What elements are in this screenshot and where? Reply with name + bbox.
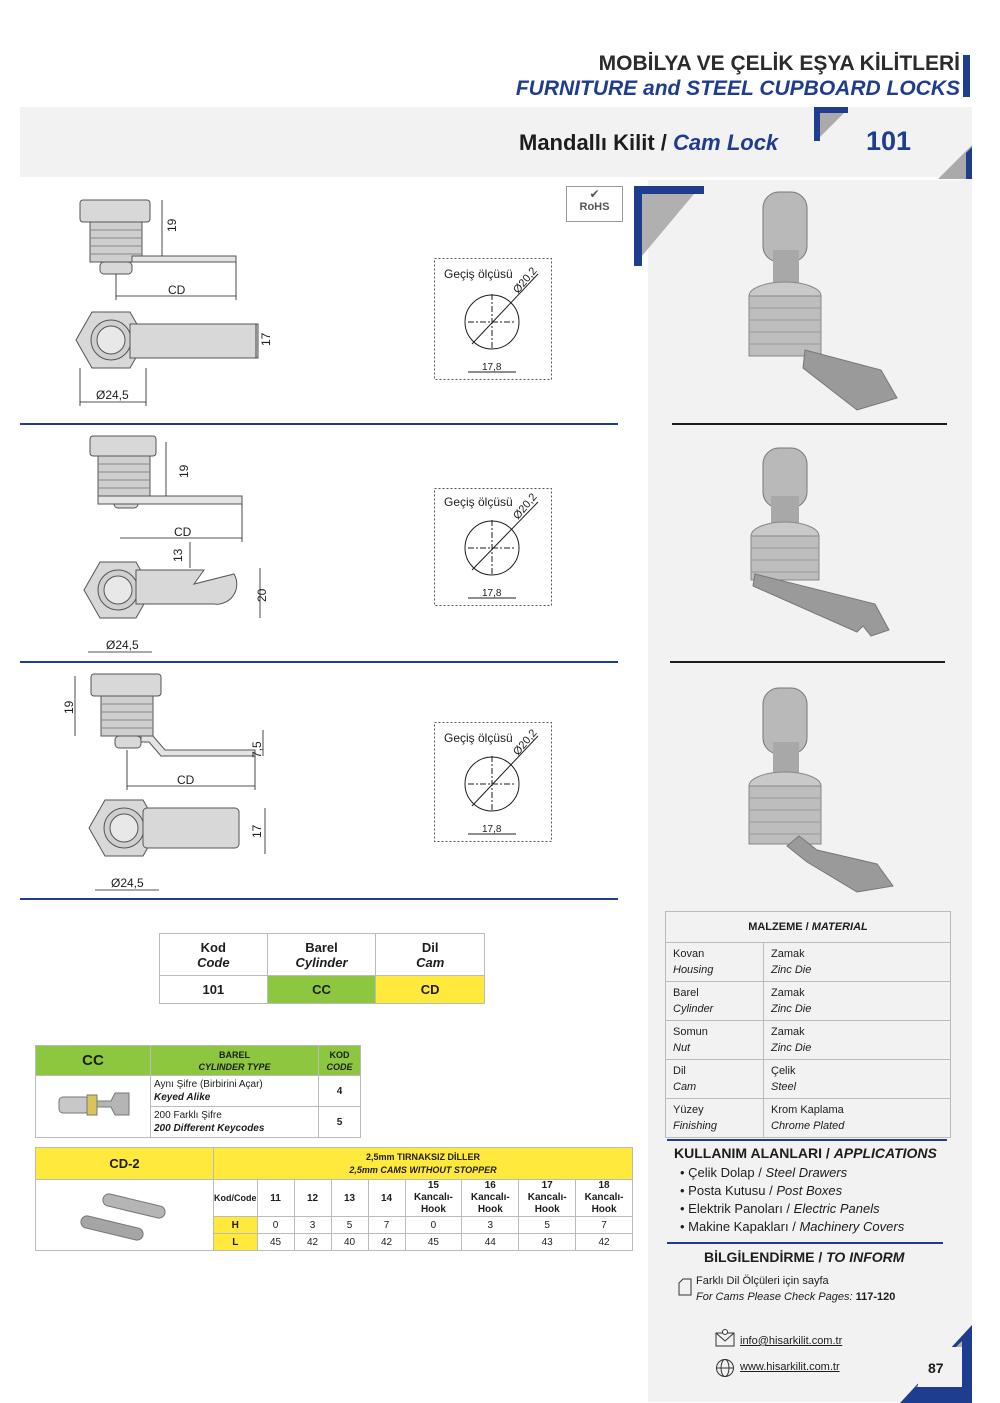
divider xyxy=(667,1139,947,1141)
divider xyxy=(20,661,618,663)
divider xyxy=(672,423,947,425)
list-item: • Elektrik Panoları / Electric Panels xyxy=(680,1201,880,1216)
product-code: 101 xyxy=(866,126,912,156)
applications-title: KULLANIM ALANLARI / APPLICATIONS xyxy=(674,1145,937,1161)
globe-icon xyxy=(716,1359,734,1377)
sidebar-corner-decoration xyxy=(634,186,704,266)
svg-text:20: 20 xyxy=(255,588,269,602)
inform-title: BİLGİLENDİRME / TO INFORM xyxy=(704,1249,905,1265)
product-photo-1 xyxy=(748,191,898,411)
hole-diagram-3: Geçiş ölçüsü Ø20,2 17,8 xyxy=(434,722,552,842)
header-title-en: FURNITURE and STEEL CUPBOARD LOCKS xyxy=(515,77,960,100)
svg-text:7,5: 7,5 xyxy=(250,741,264,758)
svg-text:17,8: 17,8 xyxy=(482,362,502,373)
web-link[interactable]: www.hisarkilit.com.tr xyxy=(740,1361,840,1373)
header-accent-bar xyxy=(963,55,970,97)
page-number: 87 xyxy=(928,1360,944,1376)
hole-diagram-1: Geçiş ölçüsü Ø20,2 17,8 xyxy=(434,258,552,380)
product-photo-3 xyxy=(748,687,894,893)
drawing-1-cam: 17 xyxy=(259,332,273,346)
material-title: MALZEME / MATERIAL xyxy=(665,911,951,943)
header-title-tr: MOBİLYA VE ÇELİK EŞYA KİLİTLERİ xyxy=(598,52,960,75)
svg-text:13: 13 xyxy=(171,548,185,562)
list-item: • Çelik Dolap / Steel Drawers xyxy=(680,1165,848,1180)
svg-text:17,8: 17,8 xyxy=(482,824,502,835)
divider xyxy=(20,423,618,425)
document-icon xyxy=(678,1278,692,1296)
svg-text:CD: CD xyxy=(174,525,192,539)
drawing-2: 19 CD 13 20 Ø24,5 xyxy=(83,435,269,653)
cam-image xyxy=(79,1192,166,1241)
svg-text:19: 19 xyxy=(62,700,76,714)
divider xyxy=(667,1242,943,1244)
drawing-1-cd: CD xyxy=(168,283,186,297)
drawing-1-height: 19 xyxy=(165,218,179,232)
product-photo-2 xyxy=(750,447,890,637)
title-band xyxy=(20,107,972,177)
drawing-3: 19 CD 7,5 17 Ø24,5 xyxy=(62,673,266,891)
corner-decoration xyxy=(814,107,972,179)
svg-text:Geçiş ölçüsü: Geçiş ölçüsü xyxy=(444,267,513,281)
svg-text:17,8: 17,8 xyxy=(482,588,502,599)
email-link[interactable]: info@hisarkilit.com.tr xyxy=(740,1335,843,1347)
footer-corner-decoration xyxy=(900,1325,972,1403)
list-item: • Posta Kutusu / Post Boxes xyxy=(680,1183,843,1198)
check-icon: ✔ xyxy=(589,187,600,201)
svg-text:Geçiş ölçüsü: Geçiş ölçüsü xyxy=(444,731,513,745)
svg-text:Ø24,5: Ø24,5 xyxy=(106,638,139,652)
inform-text: Farklı Dil Ölçüleri için sayfa For Cams … xyxy=(696,1275,896,1303)
table-row: 101 CC CD xyxy=(159,975,485,1004)
divider xyxy=(670,661,945,663)
email-icon xyxy=(715,1329,735,1347)
svg-text:17: 17 xyxy=(250,824,264,838)
drawing-1-dia: Ø24,5 xyxy=(96,388,129,402)
drawing-1: 19 CD 17 Ø24,5 xyxy=(75,199,273,406)
divider xyxy=(20,898,618,900)
svg-text:19: 19 xyxy=(177,464,191,478)
applications-list: • Çelik Dolap / Steel Drawers • Posta Ku… xyxy=(680,1164,904,1236)
svg-text:Geçiş ölçüsü: Geçiş ölçüsü xyxy=(444,495,513,509)
hole-diagram-2: Geçiş ölçüsü Ø20,2 17,8 xyxy=(434,488,552,606)
table-row: Aynı Şifre (Birbirini Açar)Keyed Alike 4 xyxy=(35,1075,361,1138)
svg-text:Ø24,5: Ø24,5 xyxy=(111,876,144,890)
product-title: Mandallı Kilit / Cam Lock xyxy=(519,130,779,155)
svg-text:CD: CD xyxy=(177,773,195,787)
cylinder-image xyxy=(58,1092,130,1116)
rohs-badge: ✔ RoHS xyxy=(566,186,623,222)
list-item: • Makine Kapakları / Machinery Covers xyxy=(680,1219,905,1234)
